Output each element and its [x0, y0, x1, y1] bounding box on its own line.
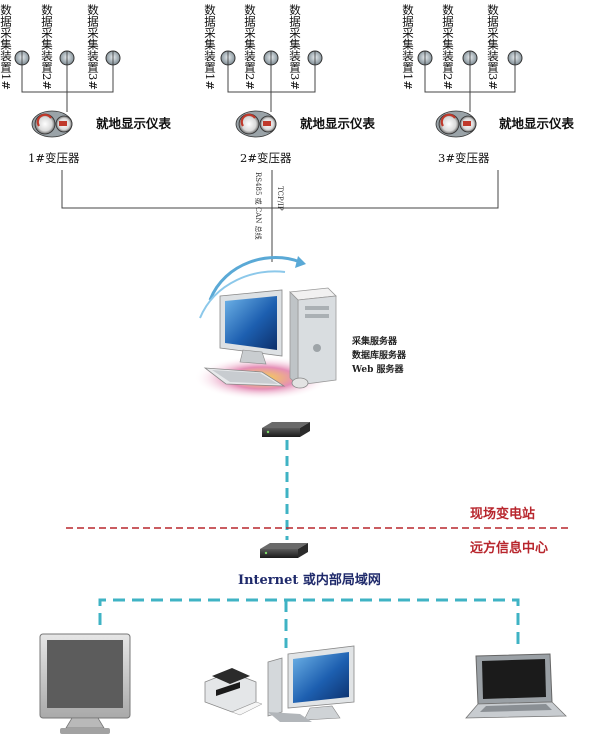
ct-icon — [462, 50, 478, 66]
transformer-label: 2#变压器 — [240, 151, 292, 165]
device-label-2-2: 数据采集装置2# — [243, 3, 257, 90]
network-label: Internet 或内部局域网 — [238, 572, 381, 588]
client-laptop-icon — [465, 653, 567, 719]
device-label-2-1: 数据采集装置1# — [203, 3, 217, 90]
server-monitor-icon — [219, 289, 283, 365]
data-arrow-icon — [295, 256, 306, 268]
group-2: 数据采集装置1# 数据采集装置2# 数据采集装置3# — [203, 3, 376, 165]
collector-bus — [424, 65, 516, 112]
bus-protocol-label: RS485 或 CAN 总线 — [254, 172, 263, 240]
ct-icon — [263, 50, 279, 66]
zone-site-label: 现场变电站 — [470, 506, 535, 522]
server-line-1: 采集服务器 — [351, 335, 398, 347]
meter-icon — [31, 110, 73, 138]
device-label-1-3: 数据采集装置3# — [86, 3, 100, 90]
client-printer-pc-icon — [204, 645, 355, 722]
server-line-3: Web 服务器 — [351, 363, 405, 375]
device-label-1-2: 数据采集装置2# — [40, 3, 54, 90]
server-tower-icon — [289, 287, 337, 386]
transformer-label: 1#变压器 — [28, 151, 80, 165]
ct-icon — [507, 50, 523, 66]
zone-remote-label: 远方信息中心 — [470, 540, 548, 556]
device-label-3-2: 数据采集装置2# — [441, 3, 455, 90]
mouse-icon — [291, 377, 309, 389]
data-arrow-icon — [208, 256, 301, 301]
group-1: 数据采集装置1# 数据采集装置2# 数据采集装置3# — [0, 3, 172, 165]
ct-icon — [14, 50, 30, 66]
meter-icon — [235, 110, 277, 138]
keyboard-icon — [203, 367, 286, 387]
ct-icon — [417, 50, 433, 66]
meter-label: 就地显示仪表 — [96, 116, 172, 131]
network-switch-icon — [260, 543, 308, 558]
switch-icon — [262, 422, 310, 437]
device-label-3-1: 数据采集装置1# — [401, 3, 415, 90]
meter-label: 就地显示仪表 — [499, 116, 575, 131]
device-label-2-3: 数据采集装置3# — [288, 3, 302, 90]
transformer-label: 3#变压器 — [438, 151, 490, 165]
ct-icon — [307, 50, 323, 66]
device-label-3-3: 数据采集装置3# — [486, 3, 500, 90]
server-workstation: 采集服务器 数据库服务器 Web 服务器 — [194, 256, 407, 400]
collector-bus — [227, 65, 316, 112]
desktop-pc-icon — [267, 645, 355, 722]
client-monitor-icon — [39, 633, 131, 734]
collector-bus — [21, 65, 114, 112]
device-label-1-1: 数据采集装置1# — [0, 3, 13, 90]
transformer-bus — [61, 170, 499, 262]
ct-icon — [105, 50, 121, 66]
ct-icon — [220, 50, 236, 66]
group-3: 数据采集装置1# 数据采集装置2# 数据采集装置3# — [401, 3, 575, 165]
dashed-distribution — [98, 598, 520, 648]
transformer-groups: 数据采集装置1# 数据采集装置2# 数据采集装置3# — [0, 3, 575, 165]
tcp-protocol-label: TCP/IP — [276, 186, 284, 211]
data-arrow-icon — [199, 270, 286, 319]
meter-label: 就地显示仪表 — [300, 116, 376, 131]
meter-icon — [435, 110, 477, 138]
printer-icon — [204, 668, 263, 716]
server-line-2: 数据库服务器 — [352, 349, 407, 361]
ct-icon — [59, 50, 75, 66]
